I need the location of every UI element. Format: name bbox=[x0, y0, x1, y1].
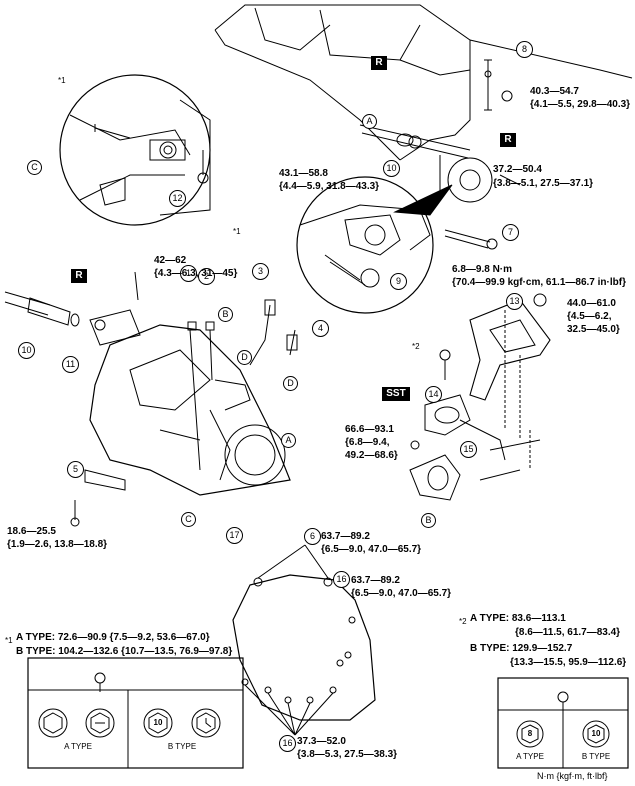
torque-bracket-line1: 42—62 bbox=[154, 255, 187, 266]
star1-marker: *1 bbox=[233, 227, 241, 236]
star1-marker: *1 bbox=[58, 76, 66, 85]
letter-c: C bbox=[27, 160, 42, 175]
letter-b: B bbox=[218, 307, 233, 322]
mount-15 bbox=[409, 454, 461, 501]
torque-mount-line3: 49.2—68.6} bbox=[345, 450, 398, 461]
star1-marker: *1 bbox=[5, 636, 13, 645]
transaxle-case bbox=[89, 324, 291, 496]
callout-5: 5 bbox=[67, 461, 84, 478]
torque-5-line2: {1.9—2.6, 13.8—18.8} bbox=[7, 539, 108, 550]
letter-b: B bbox=[421, 513, 436, 528]
callout-16: 16 bbox=[279, 735, 296, 752]
torque-mountnut-line1: 44.0—61.0 bbox=[567, 298, 616, 309]
letter-d: D bbox=[283, 376, 298, 391]
replace-tag: R bbox=[500, 133, 516, 147]
drive-shaft-upper bbox=[359, 124, 471, 159]
legend2-bolt-b-num: 10 bbox=[591, 729, 601, 738]
torque-6-line2: {6.5—9.0, 47.0—65.7} bbox=[321, 544, 422, 555]
legend2-b-line1: B TYPE: 129.9—152.7 bbox=[470, 643, 573, 654]
torque-6-line1: 63.7—89.2 bbox=[321, 531, 370, 542]
drive-shaft-left bbox=[4, 291, 51, 316]
callout-14: 14 bbox=[425, 386, 442, 403]
callout-1: 1 bbox=[180, 265, 197, 282]
torque-mount-line2: {6.8—9.4, bbox=[345, 437, 390, 448]
bolt-b1 bbox=[143, 708, 173, 738]
legend2-a-line1: A TYPE: 83.6—113.1 bbox=[470, 613, 566, 624]
detail-circle-2 bbox=[296, 176, 434, 314]
callout-9: 9 bbox=[390, 273, 407, 290]
mount-14 bbox=[424, 394, 471, 436]
replace-tag: R bbox=[371, 56, 387, 70]
torque-16top-line2: {6.5—9.0, 47.0—65.7} bbox=[351, 588, 452, 599]
torque-bracket-line2: {4.3—6.3, 31—45} bbox=[154, 268, 238, 279]
callout-11: 11 bbox=[62, 356, 79, 373]
torque-5-line1: 18.6—25.5 bbox=[7, 526, 56, 537]
callout-16: 16 bbox=[333, 571, 350, 588]
sst-tag: SST bbox=[382, 387, 410, 401]
callout-3: 3 bbox=[252, 263, 269, 280]
callout-17: 17 bbox=[226, 527, 243, 544]
legend2-b-caption: B TYPE bbox=[581, 752, 611, 761]
torque-mountnut-line3: 32.5—45.0} bbox=[567, 324, 620, 335]
torque-8-line1: 40.3—54.7 bbox=[530, 86, 579, 97]
callout-4: 4 bbox=[312, 320, 329, 337]
legend1-a-caption: A TYPE bbox=[64, 742, 92, 751]
torque-knuckle-line1: 43.1—58.8 bbox=[279, 168, 328, 179]
torque-16bot-line1: 37.3—52.0 bbox=[297, 736, 346, 747]
callout-15: 15 bbox=[460, 441, 477, 458]
callout-7: 7 bbox=[502, 224, 519, 241]
bolt-a1 bbox=[38, 708, 68, 738]
torque-7-line2: {70.4—99.9 kgf·cm, 61.1—86.7 in·lbf} bbox=[452, 277, 626, 288]
legend2-bolt-a-num: 8 bbox=[527, 729, 533, 738]
callout-10: 10 bbox=[383, 160, 400, 177]
star2-marker: *2 bbox=[412, 342, 420, 351]
torque-knuckle-line2: {4.4—5.9, 31.8—43.3} bbox=[279, 181, 380, 192]
vehicle-frame bbox=[214, 4, 633, 161]
legend1-b-line: B TYPE: 104.2—132.6 {10.7—13.5, 76.9—97.… bbox=[16, 646, 233, 657]
legend1-b-caption: B TYPE bbox=[167, 742, 197, 751]
torque-mount-line1: 66.6—93.1 bbox=[345, 424, 394, 435]
callout-10: 10 bbox=[18, 342, 35, 359]
callout-8: 8 bbox=[516, 41, 533, 58]
star2-marker: *2 bbox=[459, 617, 467, 626]
torque-7-line1: 6.8—9.8 N·m bbox=[452, 264, 513, 275]
legend2-a-line2: {8.6—11.5, 61.7—83.4} bbox=[515, 627, 621, 638]
legend1-bolt-b1-num: 10 bbox=[153, 718, 163, 727]
bolt-a2 bbox=[85, 708, 115, 738]
letter-c: C bbox=[181, 512, 196, 527]
replace-tag: R bbox=[71, 269, 87, 283]
legend1-a-line: A TYPE: 72.6—90.9 {7.5—9.2, 53.6—67.0} bbox=[16, 632, 210, 643]
legend2-b-line2: {13.3—15.5, 95.9—112.6} bbox=[510, 657, 627, 668]
torque-balljoint-line2: {3.8—5.1, 27.5—37.1} bbox=[493, 178, 594, 189]
callout-2: 2 bbox=[198, 268, 215, 285]
letter-d: D bbox=[237, 350, 252, 365]
letter-a: A bbox=[281, 433, 296, 448]
mount-bracket-13 bbox=[469, 299, 551, 401]
legend-box-1 bbox=[27, 657, 244, 769]
legend2-a-caption: A TYPE bbox=[516, 752, 544, 761]
housing-outline bbox=[232, 574, 376, 721]
torque-16top-line1: 63.7—89.2 bbox=[351, 575, 400, 586]
units-note: N·m {kgf·m, ft·lbf} bbox=[537, 771, 608, 781]
torque-balljoint-line1: 37.2—50.4 bbox=[493, 164, 542, 175]
callout-12: 12 bbox=[169, 190, 186, 207]
bolt-b2 bbox=[191, 708, 221, 738]
letter-a: A bbox=[362, 114, 377, 129]
torque-mountnut-line2: {4.5—6.2, bbox=[567, 311, 612, 322]
bolt-8 bbox=[516, 720, 544, 748]
callout-6: 6 bbox=[304, 528, 321, 545]
torque-16bot-line2: {3.8—5.3, 27.5—38.3} bbox=[297, 749, 398, 760]
bolt-10-b bbox=[582, 720, 610, 748]
callout-13: 13 bbox=[506, 293, 523, 310]
torque-8-line2: {4.1—5.5, 29.8—40.3} bbox=[530, 99, 631, 110]
